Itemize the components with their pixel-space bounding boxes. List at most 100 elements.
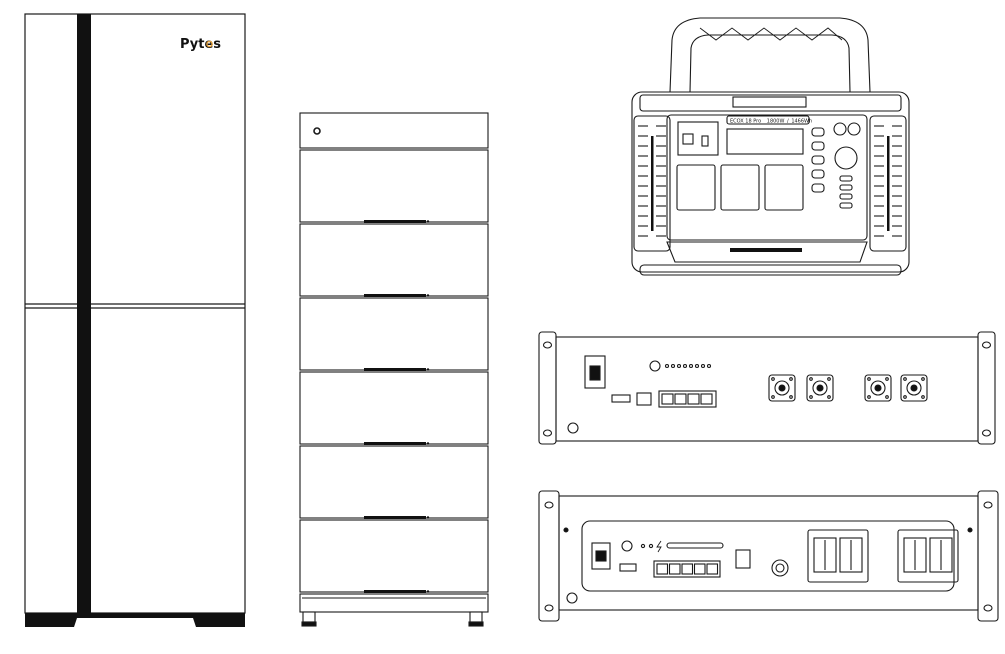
model-rating-w: 1800W <box>767 119 785 125</box>
carry-handle <box>669 17 871 93</box>
battery-module <box>299 149 489 223</box>
module-joint <box>364 294 426 297</box>
usb-c-port <box>839 202 853 209</box>
rack-b-ear-hole <box>544 604 554 612</box>
rj45-port <box>687 393 700 405</box>
ac-outlet-1 <box>676 164 716 211</box>
rack-a-ground-icon <box>567 422 579 434</box>
rj45-port <box>706 563 719 575</box>
brand-strip <box>730 248 802 252</box>
rack-b-display <box>666 542 724 549</box>
terminal-screw <box>903 377 907 381</box>
rack-a-ear-hole <box>542 341 553 349</box>
model-name: ECOX 18 Pro <box>730 119 761 125</box>
portable-power-station: ECOX 18 Pro 1800W / 1466Wh <box>631 17 910 276</box>
station-top-panel <box>639 94 902 112</box>
module-joint <box>364 368 426 371</box>
terminal-plate <box>864 374 892 402</box>
module-joint-dot <box>426 294 430 297</box>
usb-c-port <box>839 175 853 182</box>
station-bottom <box>666 241 868 263</box>
rack-b-ear-hole <box>983 604 993 612</box>
power-button-icon <box>313 127 321 135</box>
usb-port <box>811 127 825 137</box>
module-joint <box>364 516 426 519</box>
terminal-screw <box>827 377 831 381</box>
bumper-slot <box>887 136 890 231</box>
usb-c-port <box>839 184 853 191</box>
module-joint <box>364 220 426 223</box>
rack-b-screw <box>563 527 569 533</box>
indicator-led <box>676 363 682 369</box>
car-port-icon <box>834 146 858 170</box>
battery-module <box>299 519 489 593</box>
terminal-screw <box>789 377 793 381</box>
rack-b-screw <box>967 527 973 533</box>
bumper <box>869 115 907 252</box>
rack-b-breaker-handle <box>595 550 607 562</box>
tower-foot-right-pad <box>468 621 484 627</box>
brand-logo-accent <box>206 40 213 48</box>
rj45-port <box>681 563 694 575</box>
handle-grip-pattern <box>699 27 843 41</box>
rack-b-led <box>640 543 646 549</box>
battery-module <box>299 371 489 445</box>
rack-b-front-panel <box>581 520 955 592</box>
indicator-led <box>688 363 694 369</box>
cabinet-stripe <box>77 14 91 613</box>
terminal-plug <box>813 537 837 573</box>
rack-b-ground-icon <box>566 592 578 604</box>
terminal-plate <box>806 374 834 402</box>
rack-a-rj45-single <box>636 392 652 406</box>
rack-b-power-button <box>621 540 633 552</box>
terminal-block <box>897 529 959 583</box>
rack-a-ear-hole <box>981 429 992 437</box>
station-body <box>631 91 910 273</box>
rack-battery-a <box>538 331 996 445</box>
rack-a-dip <box>611 394 631 403</box>
tower-controller <box>299 112 489 149</box>
terminal-screw <box>885 377 889 381</box>
battery-module <box>299 445 489 519</box>
module-joint-dot <box>426 442 430 445</box>
rack-b-ear-hole <box>983 501 993 509</box>
brand-logo-text: Pytes <box>180 37 221 52</box>
indicator-led <box>682 363 688 369</box>
rack-b-comm-ports <box>653 560 721 578</box>
module-joint-dot <box>426 590 430 593</box>
rack-a-ear-left <box>538 331 557 445</box>
rack-a-body <box>555 336 979 442</box>
module-joint <box>364 590 426 593</box>
indicator-led <box>706 363 712 369</box>
terminal-screw <box>867 395 871 399</box>
tower-foot-left-pad <box>301 621 317 627</box>
usb-port <box>811 155 825 165</box>
indicator-led <box>670 363 676 369</box>
rack-b-connector-inner <box>775 563 785 573</box>
usb-ports <box>811 127 853 209</box>
tower-modules <box>299 149 489 593</box>
stacked-battery-tower <box>299 112 489 627</box>
indicator-led <box>694 363 700 369</box>
terminal-socket <box>870 380 886 396</box>
carry-handle-inner <box>689 34 851 93</box>
terminal-screw <box>867 377 871 381</box>
side-bumpers <box>633 115 907 252</box>
module-joint <box>364 442 426 445</box>
tower-base <box>299 593 489 613</box>
bumper-slot <box>651 136 654 231</box>
rack-b-connector <box>771 559 789 577</box>
terminal-socket <box>812 380 828 396</box>
terminal-screw <box>771 395 775 399</box>
brand-logo: Pytes <box>180 37 221 52</box>
ac-socket-icon <box>682 133 694 145</box>
terminal-screw <box>809 395 813 399</box>
ac-switch-block <box>677 121 719 156</box>
rack-b-bolt-icon <box>656 540 662 553</box>
front-panel <box>666 114 868 241</box>
model-label: ECOX 18 Pro 1800W / 1466Wh <box>730 119 812 125</box>
rack-b-dip-switch <box>735 549 751 569</box>
station-feet <box>639 264 902 276</box>
rack-b-ear-left <box>538 490 560 622</box>
